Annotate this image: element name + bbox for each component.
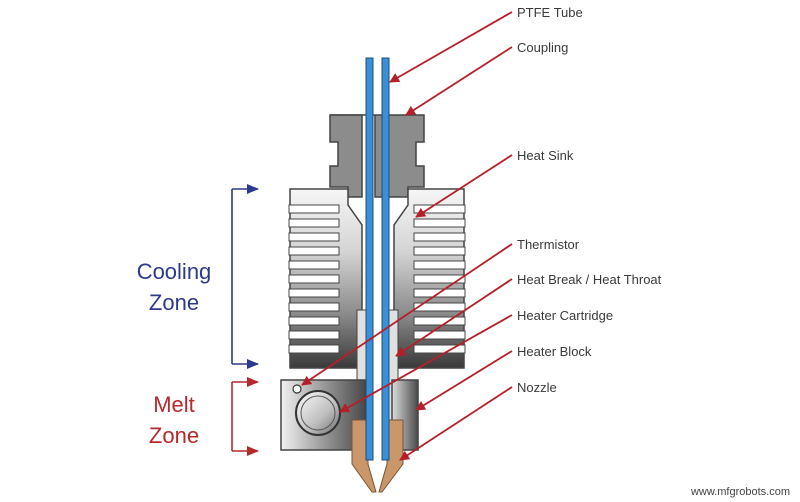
heat-sink-pointer xyxy=(415,154,513,218)
label-coupling: Coupling xyxy=(517,40,568,55)
label-heater-cartridge: Heater Cartridge xyxy=(517,308,613,323)
thermistor xyxy=(292,384,302,394)
cooling-zone-label-line2: Zone xyxy=(149,290,199,315)
label-heat-break: Heat Break / Heat Throat xyxy=(517,272,662,287)
part-labels: PTFE Tube Coupling Heat Sink Thermistor … xyxy=(517,5,662,395)
melt-zone-bracket xyxy=(231,377,259,456)
ptfe-tube-pointer xyxy=(389,11,513,83)
label-heater-block: Heater Block xyxy=(517,344,592,359)
watermark: www.mfgrobots.com xyxy=(690,486,790,498)
coupling xyxy=(329,114,425,198)
thermistor-pointer xyxy=(301,243,513,386)
label-thermistor: Thermistor xyxy=(517,237,580,252)
ptfe-tube xyxy=(365,57,390,461)
heat-sink xyxy=(288,188,466,369)
coupling-pointer xyxy=(405,46,513,116)
heat-break-pointer xyxy=(395,278,513,357)
label-nozzle: Nozzle xyxy=(517,380,557,395)
heater-cartridge-pointer xyxy=(339,314,513,413)
nozzle-pointer xyxy=(399,386,513,461)
label-ptfe-tube: PTFE Tube xyxy=(517,5,583,20)
cooling-zone-bracket xyxy=(231,184,259,369)
pointer-arrows xyxy=(301,11,513,461)
label-heat-sink: Heat Sink xyxy=(517,148,574,163)
nozzle xyxy=(351,419,404,493)
cooling-zone-label-line1: Cooling xyxy=(137,259,212,284)
heater-block-pointer xyxy=(415,350,513,411)
heater-cartridge xyxy=(295,390,341,436)
melt-zone-label-line1: Melt xyxy=(153,392,195,417)
heat-sink-fins-left xyxy=(288,204,340,354)
melt-zone-label-line2: Zone xyxy=(149,423,199,448)
heat-sink-fins-right xyxy=(413,204,466,354)
